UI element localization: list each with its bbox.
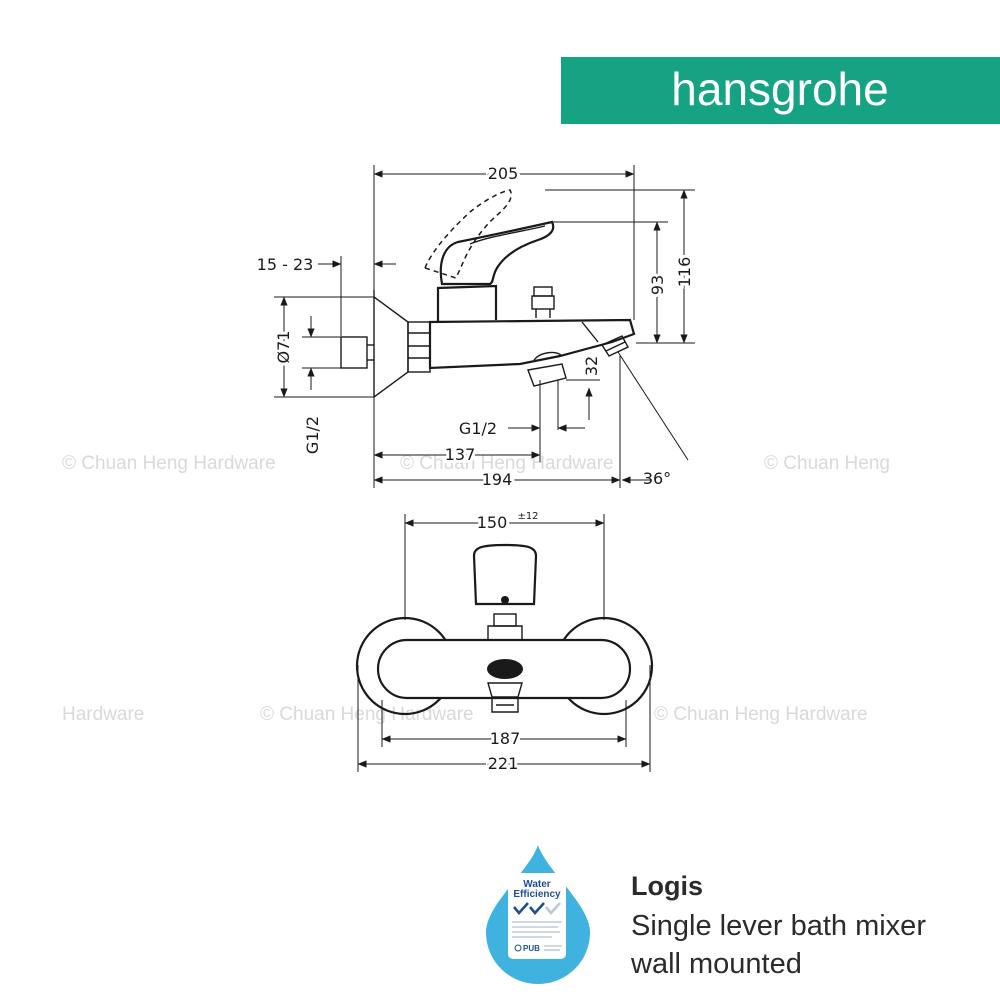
watermark: © Chuan Heng Hardware: [654, 704, 868, 725]
cartridge-housing: [436, 284, 498, 322]
product-description-line2: wall mounted: [630, 948, 802, 980]
watermark: © Chuan Heng Hardware: [260, 704, 474, 725]
watermark: © Chuan Heng: [764, 453, 890, 474]
wall-escutcheon: [373, 290, 409, 398]
product-info: Logis Single lever bath mixer wall mount…: [630, 871, 926, 980]
diverter-front: [487, 659, 523, 713]
dimension-137: 137: [445, 445, 476, 464]
hex-nut: [407, 321, 431, 373]
dimension-angle-36: 36°: [643, 469, 671, 488]
dimension-g12-outlet: G1/2: [459, 419, 497, 438]
dimension-15-23: 15 - 23: [257, 255, 314, 274]
efficiency-ticks-icon: [513, 902, 561, 915]
extension-lines: [274, 165, 695, 488]
front-view: 150 ±12 187 221: [355, 509, 654, 776]
dimension-194: 194: [482, 470, 513, 489]
diverter-knob: [531, 286, 555, 318]
brand-bar: hansgrohe: [561, 57, 1000, 124]
product-description-line1: Single lever bath mixer: [631, 910, 926, 942]
water-efficiency-badge: Water Efficiency PUB: [486, 845, 590, 984]
aerator: [600, 335, 629, 357]
dimension-150-tolerance: ±12: [517, 511, 538, 522]
product-name: Logis: [631, 871, 703, 901]
badge-fine-print: [512, 921, 562, 938]
pub-logo-icon: PUB: [514, 944, 562, 953]
brand-logo-text: hansgrohe: [671, 63, 888, 115]
watermark: © Chuan Heng Hardware: [62, 453, 276, 474]
lever-raised-outline: [424, 189, 512, 279]
dimension-g12-inlet: G1/2: [303, 416, 322, 454]
dimension-116: 116: [675, 257, 694, 288]
dimension-93: 93: [648, 275, 667, 295]
badge-title-line2: Efficiency: [513, 889, 561, 900]
pub-logo-text: PUB: [523, 944, 540, 953]
dimension-221: 221: [488, 754, 519, 773]
brand-background: [561, 57, 1000, 124]
spray-angle-line: [617, 351, 689, 461]
dimension-diameter-71: Ø71: [274, 331, 293, 364]
dimension-150: 150: [477, 513, 508, 532]
dimension-205: 205: [488, 164, 519, 183]
lever-handle: [439, 220, 555, 286]
lever-front: [472, 543, 538, 641]
dimension-187: 187: [490, 729, 521, 748]
inlet-connector: [340, 336, 368, 369]
watermark: Hardware: [62, 704, 144, 725]
shower-outlet: [527, 351, 567, 387]
badge-title-line1: Water: [523, 879, 551, 890]
mixer-body: [428, 318, 636, 370]
badge-label-panel: [508, 873, 566, 959]
dimension-32: 32: [582, 356, 601, 376]
side-view: 205 15 - 23 Ø71 G1/2 93 116 32 G1/2 137 …: [257, 161, 697, 492]
